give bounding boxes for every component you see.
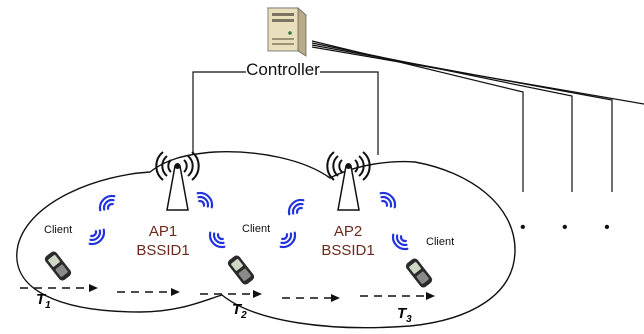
ap2-antenna-icon[interactable] bbox=[326, 151, 371, 211]
client-label-1: Client bbox=[44, 224, 72, 236]
client-label-3: Client bbox=[426, 236, 454, 248]
ap1-antenna-icon[interactable] bbox=[155, 151, 200, 211]
client-label-2: Client bbox=[242, 223, 270, 235]
wireless-signal-icon bbox=[287, 198, 305, 216]
phone-icon[interactable] bbox=[226, 254, 256, 286]
phone-icon[interactable] bbox=[43, 250, 73, 282]
ap1-bssid: BSSID1 bbox=[136, 242, 189, 259]
link-controller-ap1 bbox=[192, 71, 246, 155]
wireless-signal-icon bbox=[88, 228, 106, 246]
controller-label: Controller bbox=[246, 60, 320, 79]
ap1-name: AP1 bbox=[149, 223, 177, 240]
coverage-area-outline bbox=[16, 151, 516, 329]
server-icon[interactable] bbox=[266, 7, 308, 57]
movement-arrow bbox=[20, 284, 98, 292]
wireless-signal-icon bbox=[379, 191, 397, 209]
time-label-3: T3 bbox=[397, 305, 412, 325]
wireless-signal-icon bbox=[196, 191, 214, 209]
movement-arrow bbox=[282, 294, 340, 302]
wireless-signal-icon bbox=[279, 231, 297, 249]
wireless-signals bbox=[88, 191, 409, 251]
wireless-signal-icon bbox=[98, 194, 116, 212]
movement-arrow bbox=[360, 292, 435, 300]
more-aps-ellipsis: • • • • bbox=[520, 219, 644, 236]
time-label-2: T2 bbox=[232, 301, 247, 321]
link-controller-ap2 bbox=[320, 71, 379, 155]
links-controller-other-aps bbox=[311, 40, 644, 192]
movement-arrows bbox=[20, 284, 435, 302]
movement-arrow bbox=[117, 288, 180, 296]
ap2-name: AP2 bbox=[334, 223, 362, 240]
ap2-bssid: BSSID1 bbox=[321, 242, 374, 259]
time-label-1: T1 bbox=[36, 291, 51, 311]
phone-icon[interactable] bbox=[404, 257, 434, 289]
wireless-signal-icon bbox=[208, 231, 226, 249]
client-phones bbox=[43, 250, 434, 289]
movement-arrow bbox=[200, 290, 262, 298]
wireless-signal-icon bbox=[391, 233, 409, 251]
